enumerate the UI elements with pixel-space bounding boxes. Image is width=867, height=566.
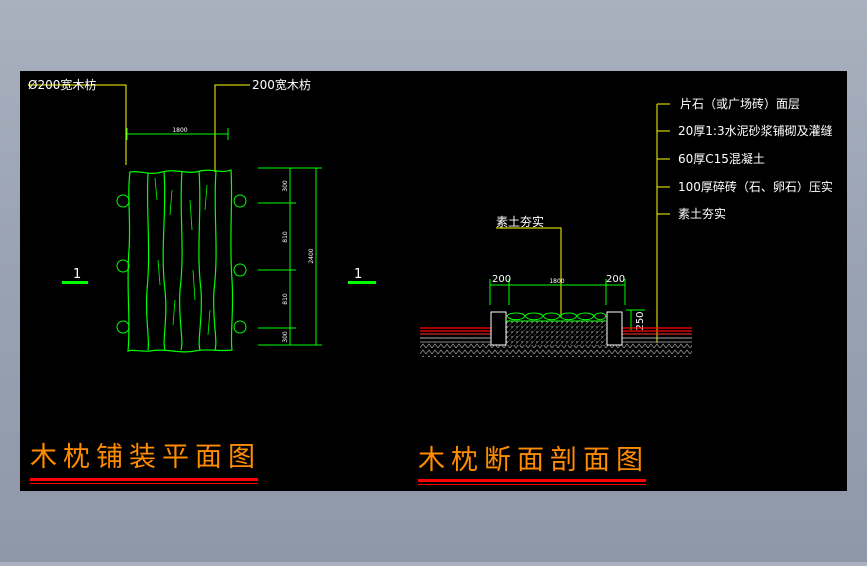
plan-dim-right-3: 300 (282, 331, 289, 343)
plan-section-marker: 1 (73, 267, 81, 282)
plan-leader-left (28, 84, 127, 165)
section-dim-left: 200 (492, 274, 511, 285)
plan-dim-right-2: 810 (282, 293, 289, 305)
section-section-marker: 1 (354, 267, 362, 282)
section-section-marker-bar (348, 281, 376, 284)
plan-section-marker-bar (62, 281, 88, 284)
section-title-underline (418, 479, 646, 482)
plan-view: Ø200宽木枋 200宽木枋 1800 300 810 810 (28, 77, 322, 484)
plan-title-underline (30, 478, 258, 481)
section-view: 片石（或广场砖）面层 20厚1:3水泥砂浆铺砌及灌缝 60厚C15混凝土 100… (348, 96, 833, 485)
plan-title: 木枕铺装平面图 (30, 442, 261, 473)
section-post-right (606, 311, 623, 346)
section-title: 木枕断面剖面图 (418, 445, 649, 476)
section-layer-3: 100厚碎砖（石、卵石）压实 (678, 179, 833, 194)
section-dim-mid: 1800 (549, 278, 564, 285)
plan-dim-width: 1800 (172, 127, 187, 134)
plan-dim-total: 2400 (308, 248, 315, 263)
plan-label-left: Ø200宽木枋 (28, 77, 96, 92)
section-concrete-bed (505, 320, 607, 345)
section-stones (506, 312, 607, 321)
section-layer-2: 60厚C15混凝土 (678, 151, 765, 166)
section-layer-1: 20厚1:3水泥砂浆铺砌及灌缝 (678, 123, 833, 138)
plan-dim-right-1: 810 (282, 231, 289, 243)
section-post-left (490, 311, 507, 346)
section-dim-right: 200 (606, 274, 625, 285)
section-layer-0: 片石（或广场砖）面层 (680, 96, 800, 111)
plan-label-right: 200宽木枋 (252, 77, 311, 92)
section-layer-4: 素土夯实 (678, 206, 726, 221)
section-gravel-layer (420, 343, 692, 357)
section-dim-height: 250 (635, 311, 646, 330)
drawing-canvas (20, 71, 847, 491)
plan-leader-right (214, 84, 250, 172)
section-soil-label: 素土夯实 (496, 214, 544, 229)
plan-sleeper-outline (127, 169, 234, 353)
section-soil-leader (496, 227, 562, 318)
plan-dim-right-0: 300 (282, 180, 289, 192)
